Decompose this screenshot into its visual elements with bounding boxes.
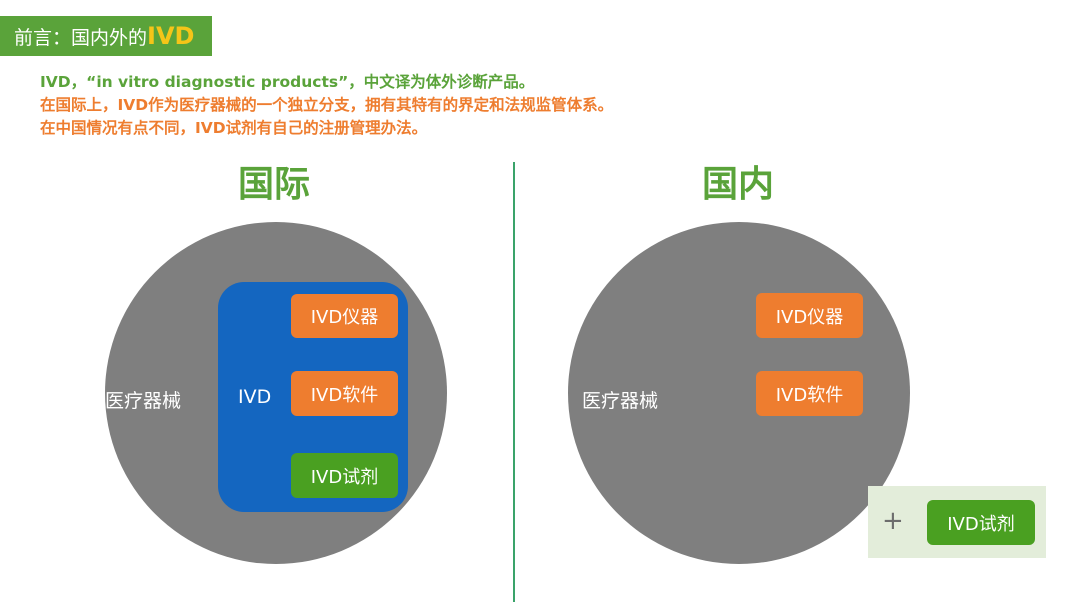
title-prefix: 前言：国内外的 <box>14 26 148 49</box>
international-ivd-instrument: IVD仪器 <box>291 294 398 338</box>
heading-international: 国际 <box>238 164 311 205</box>
plus-sign: + <box>882 506 904 536</box>
heading-domestic: 国内 <box>702 164 775 205</box>
intro-line-1: IVD，“in vitro diagnostic products”，中文译为体… <box>40 73 535 91</box>
domestic-ivd-software: IVD软件 <box>756 371 863 416</box>
domestic-ivd-instrument: IVD仪器 <box>756 293 863 338</box>
domestic-device-label: 医疗器械 <box>582 390 659 412</box>
intro-line-2: 在国际上，IVD作为医疗器械的一个独立分支，拥有其特有的界定和法规监管体系。 <box>40 96 614 114</box>
international-ivd-software: IVD软件 <box>291 371 398 416</box>
section-divider <box>513 162 515 602</box>
international-ivd-label: IVD <box>238 386 272 408</box>
intro-line-3: 在中国情况有点不同，IVD试剂有自己的注册管理办法。 <box>40 119 428 137</box>
international-ivd-reagent: IVD试剂 <box>291 453 398 498</box>
title-accent: IVD <box>147 22 195 50</box>
domestic-ivd-reagent: IVD试剂 <box>927 500 1035 545</box>
international-device-label: 医疗器械 <box>105 390 182 412</box>
